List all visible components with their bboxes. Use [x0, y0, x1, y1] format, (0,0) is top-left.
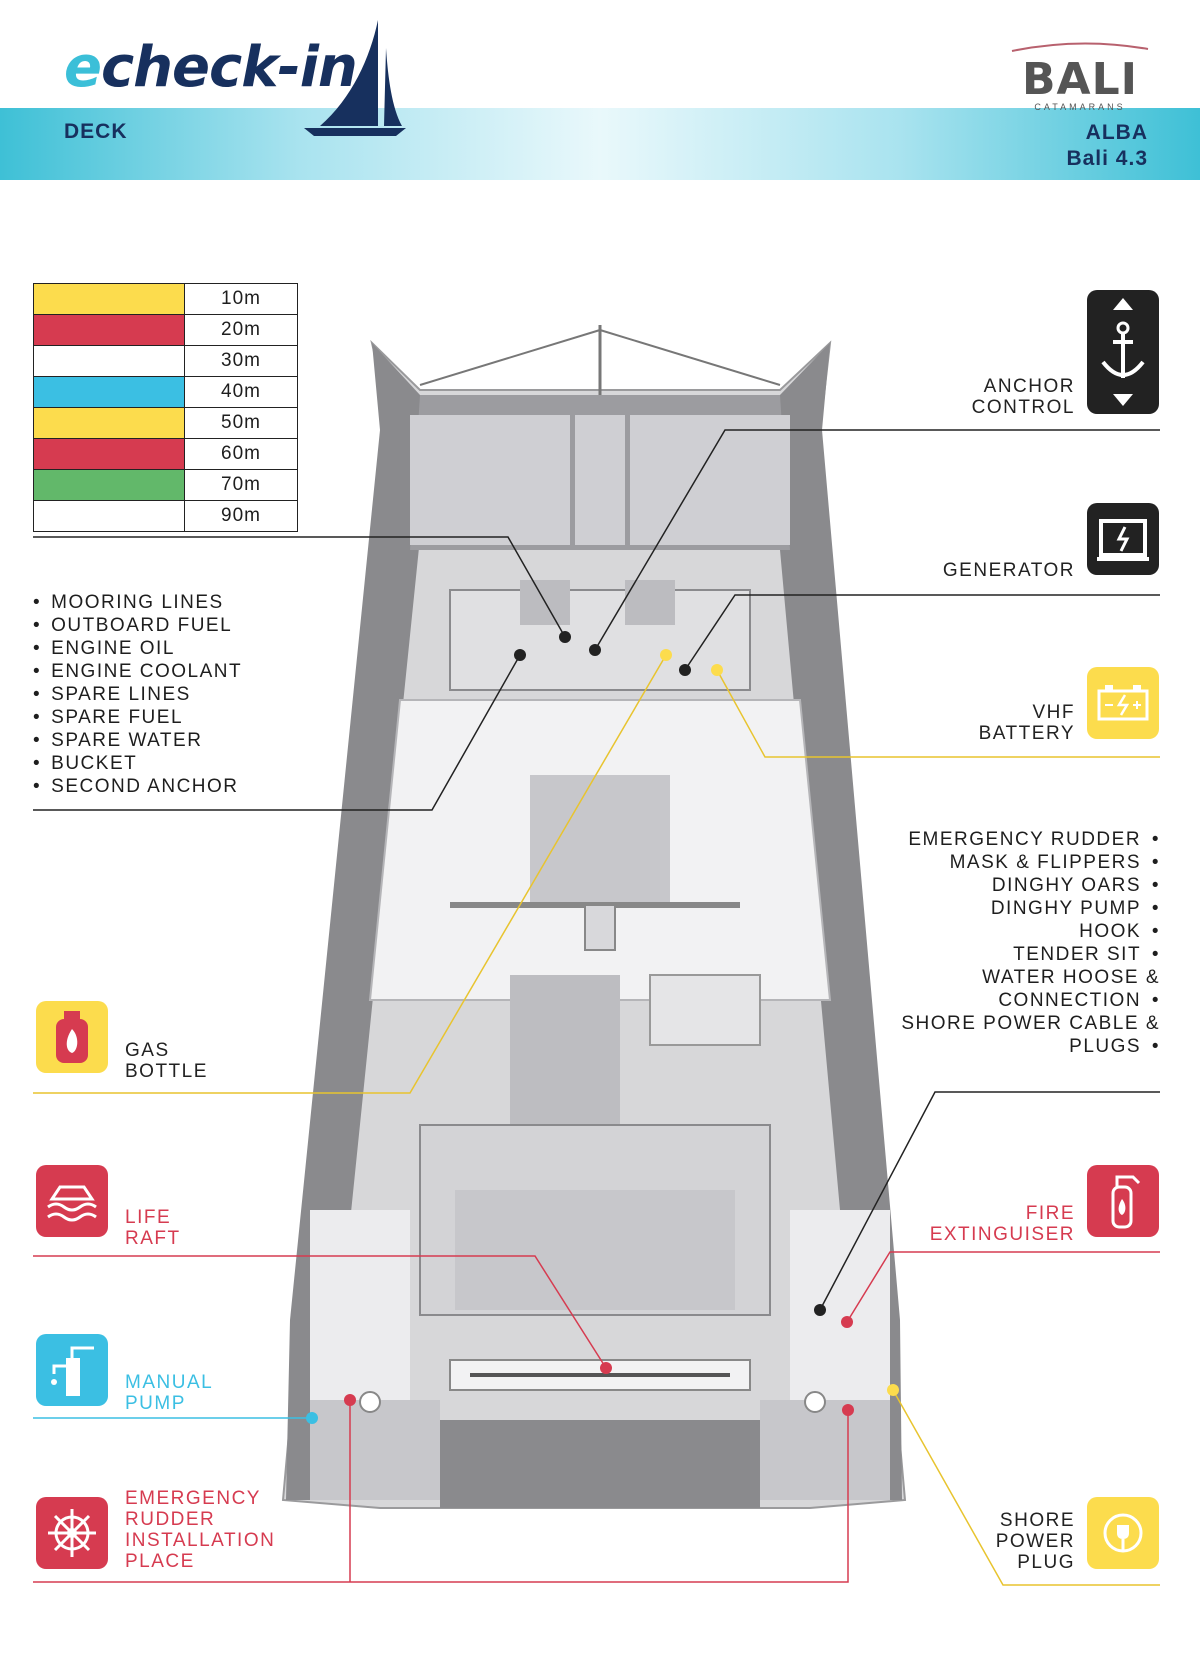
legend-row: 20m [33, 314, 298, 346]
legend-row: 90m [33, 500, 298, 532]
legend-row: 50m [33, 407, 298, 439]
gas-bottle-icon [36, 1001, 108, 1073]
list-item: HOOK [900, 920, 1160, 943]
legend-value: 10m [184, 283, 298, 315]
right-locker-list: EMERGENCY RUDDER MASK & FLIPPERS DINGHY … [900, 828, 1160, 1058]
legend-value: 50m [184, 407, 298, 439]
bali-brand-logo: BALI CATAMARANS [1010, 40, 1150, 112]
header-banner [0, 108, 1200, 180]
legend-row: 10m [33, 283, 298, 315]
list-item: MASK & FLIPPERS [900, 851, 1160, 874]
legend-swatch [33, 314, 185, 346]
fire-extinguisher-icon [1087, 1165, 1159, 1237]
list-item: MOORING LINES [33, 591, 242, 614]
list-item: EMERGENCY RUDDER [900, 828, 1160, 851]
list-item: DINGHY PUMP [900, 897, 1160, 920]
anchor-windlass-icon [1087, 290, 1159, 414]
generator-label: GENERATOR [942, 560, 1075, 581]
battery-icon [1087, 667, 1159, 739]
generator-icon [1087, 503, 1159, 575]
list-item: SPARE LINES [33, 683, 242, 706]
list-item: SHORE POWER CABLE & PLUGS [900, 1012, 1160, 1058]
legend-value: 40m [184, 376, 298, 408]
life-raft-icon [36, 1165, 108, 1237]
hand-pump-icon [36, 1334, 108, 1406]
legend-swatch [33, 376, 185, 408]
legend-value: 90m [184, 500, 298, 532]
brand-swoosh-icon [1011, 42, 1149, 52]
vhf-battery-label: VHF BATTERY [978, 702, 1075, 744]
sailboat-logo-icon [304, 20, 406, 136]
legend-swatch [33, 283, 185, 315]
list-item: OUTBOARD FUEL [33, 614, 242, 637]
emergency-rudder-label: EMERGENCY RUDDER INSTALLATION PLACE [125, 1488, 276, 1572]
legend-value: 20m [184, 314, 298, 346]
legend-value: 30m [184, 345, 298, 377]
list-item: TENDER SIT [900, 943, 1160, 966]
list-item: SPARE FUEL [33, 706, 242, 729]
list-item: SPARE WATER [33, 729, 242, 752]
list-item: SECOND ANCHOR [33, 775, 242, 798]
legend-swatch [33, 469, 185, 501]
section-title: DECK [64, 120, 128, 143]
legend-swatch [33, 438, 185, 470]
list-item: ENGINE COOLANT [33, 660, 242, 683]
shore-power-label: SHORE POWER PLUG [995, 1510, 1075, 1573]
list-item: BUCKET [33, 752, 242, 775]
legend-value: 70m [184, 469, 298, 501]
legend-row: 40m [33, 376, 298, 408]
boat-name: ALBA [1085, 121, 1148, 144]
list-item: WATER HOOSE & CONNECTION [900, 966, 1160, 1012]
legend-swatch [33, 345, 185, 377]
legend-row: 70m [33, 469, 298, 501]
manual-pump-label: MANUAL PUMP [125, 1372, 214, 1414]
boat-info: ALBA Bali 4.3 [1066, 120, 1148, 172]
gas-bottle-label: GAS BOTTLE [125, 1040, 208, 1082]
rope-length-legend: 10m 20m 30m 40m 50m 60m 70m 90m [33, 283, 298, 532]
list-item: DINGHY OARS [900, 874, 1160, 897]
list-item: ENGINE OIL [33, 637, 242, 660]
legend-swatch [33, 407, 185, 439]
power-plug-icon [1087, 1497, 1159, 1569]
fire-extinguisher-label: FIRE EXTINGUISER [929, 1203, 1075, 1245]
legend-row: 30m [33, 345, 298, 377]
legend-value: 60m [184, 438, 298, 470]
legend-row: 60m [33, 438, 298, 470]
anchor-control-label: ANCHOR CONTROL [971, 376, 1075, 418]
legend-swatch [33, 500, 185, 532]
ship-wheel-icon [36, 1497, 108, 1569]
echeckin-logo: echeck-in [64, 35, 358, 100]
boat-model: Bali 4.3 [1066, 147, 1148, 170]
life-raft-label: LIFE RAFT [125, 1207, 181, 1249]
left-locker-list: MOORING LINES OUTBOARD FUEL ENGINE OIL E… [33, 591, 242, 798]
